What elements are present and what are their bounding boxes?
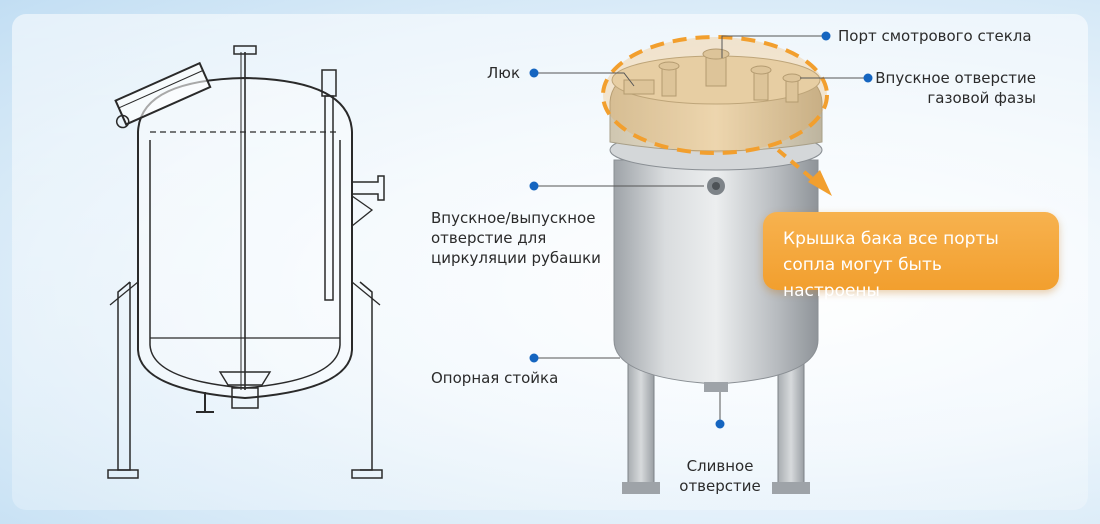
leader-lines [534, 35, 868, 420]
label-sight-glass-port: Порт смотрового стекла [838, 27, 1032, 45]
label-hatch: Люк [487, 64, 520, 82]
label-jacket-port: Впускное/выпускное отверстие для циркуля… [431, 209, 601, 267]
highlight-arrow [776, 148, 818, 184]
arrow-head-icon [808, 170, 832, 196]
label-support-leg: Опорная стойка [431, 369, 559, 387]
callout-lid-ports: Крышка бака все порты сопла могут быть н… [763, 212, 1059, 301]
lid-highlight-ellipse [601, 35, 829, 155]
tank-render [609, 48, 823, 494]
cross-section-drawing [107, 45, 385, 479]
label-gas-inlet: Впускное отверстие газовой фазы [875, 69, 1036, 107]
leader-dots [529, 31, 873, 429]
label-drain: Сливное отверстие [679, 457, 761, 495]
